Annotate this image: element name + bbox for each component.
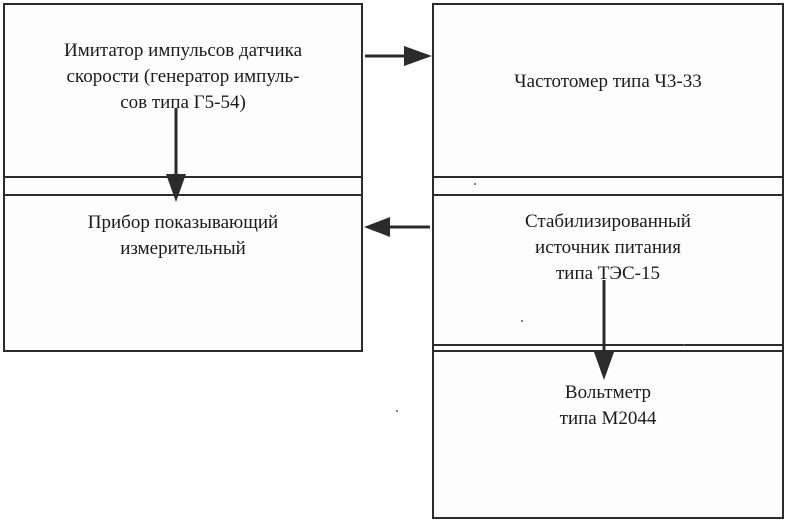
arrow-simulator-to-indicating-instrument — [166, 108, 186, 202]
right-block-divider-upper-b — [434, 194, 782, 196]
voltmeter-label: Вольтметр типа М2044 — [559, 382, 657, 429]
power-supply-label: Стабилизированный источник питания типа … — [525, 211, 691, 284]
pulse-simulator-label: Имитатор импульсов датчика скорости (ген… — [63, 40, 303, 113]
frequency-meter-label: Частотомер типа Ч3-33 — [514, 71, 702, 92]
right-block-divider-lower-b — [434, 350, 782, 352]
scan-speck — [683, 344, 685, 346]
scan-speck — [396, 410, 398, 412]
indicating-instrument-label: Прибор показывающий измерительный — [87, 212, 279, 259]
arrow-power-supply-to-indicating-instrument — [364, 217, 430, 237]
scan-speck — [521, 320, 523, 322]
right-block: Частотомер типа Ч3-33 Стабилизированный … — [432, 3, 784, 519]
left-block: Имитатор импульсов датчика скорости (ген… — [3, 3, 363, 352]
arrow-simulator-to-frequency-meter — [365, 46, 432, 66]
right-block-divider-upper-a — [434, 176, 782, 178]
right-block-divider-lower-a — [434, 344, 782, 346]
arrow-power-supply-to-voltmeter — [594, 280, 614, 380]
scan-speck — [474, 183, 476, 185]
left-block-divider-lower — [5, 194, 361, 196]
